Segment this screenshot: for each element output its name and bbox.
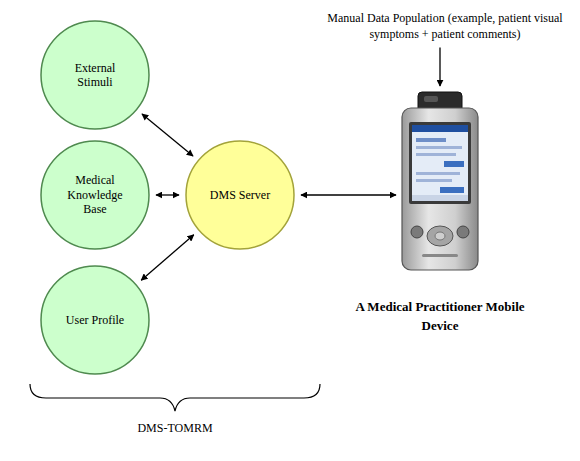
circle-node: External Stimuli	[40, 20, 150, 130]
group-brace	[30, 384, 320, 411]
node-text: External Stimuli	[64, 61, 126, 90]
circle-node: User Profile	[40, 265, 150, 375]
circle-shape	[41, 141, 149, 249]
group-label: DMS-TOMRM	[75, 420, 275, 436]
circle-shape	[41, 21, 149, 129]
device-label: A Medical Practitioner Mobile Device	[355, 298, 525, 336]
circle-node: DMS Server	[185, 140, 295, 250]
device-node: A Medical Practitioner Mobile Device	[355, 92, 525, 336]
device-area	[402, 92, 478, 270]
circle-text-box: Medical Knowledge Base	[61, 173, 129, 216]
circle-text-box: External Stimuli	[64, 61, 126, 90]
node-text: User Profile	[64, 313, 126, 327]
mobile-device-picture	[402, 92, 478, 270]
circle-shape	[41, 266, 149, 374]
circle-text-box: User Profile	[64, 313, 126, 327]
bidirectional-arrow	[301, 194, 396, 195]
circle-node: Medical Knowledge Base	[40, 140, 150, 250]
circle-text-box: DMS Server	[209, 188, 271, 202]
node-text: DMS Server	[209, 188, 271, 202]
bidirectional-arrow	[156, 194, 179, 195]
bidirectional-arrow	[142, 114, 193, 156]
circle-shape	[186, 141, 294, 249]
bidirectional-arrow	[141, 235, 194, 280]
node-text: Medical Knowledge Base	[61, 173, 129, 216]
input-note: Manual Data Population (example, patient…	[320, 10, 570, 42]
input-arrow	[439, 47, 440, 86]
